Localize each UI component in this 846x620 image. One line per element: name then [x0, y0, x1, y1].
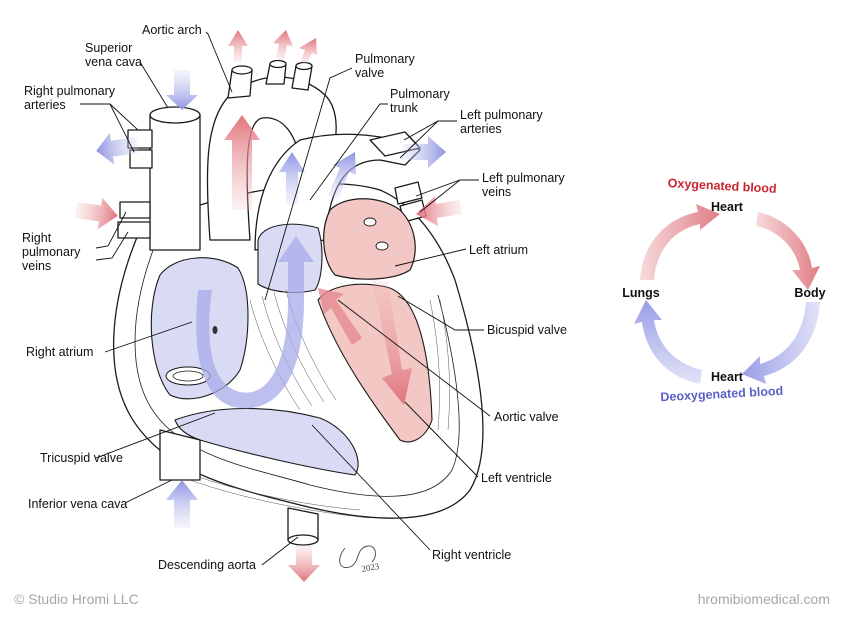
label-right-ventricle: Right ventricle: [432, 548, 511, 562]
signature-year: 2023: [361, 561, 381, 574]
right-heart-flow-arrow: [196, 236, 314, 409]
left-pulmonary-vein-arrow: [416, 196, 462, 226]
svc-inflow-arrow: [166, 70, 198, 110]
label-right-pulmonary-veins-3: veins: [22, 259, 51, 273]
left-heart-flow-arrow: [372, 280, 412, 405]
label-right-atrium: Right atrium: [26, 345, 93, 359]
label-aortic-valve: Aortic valve: [494, 410, 559, 424]
label-inferior-vena-cava: Inferior vena cava: [28, 497, 127, 511]
label-right-pulmonary-arteries-2: arteries: [24, 98, 66, 112]
cycle-node-lungs: Lungs: [622, 286, 660, 300]
label-superior-vena-cava-2: vena cava: [85, 55, 142, 69]
label-pulmonary-valve-2: valve: [355, 66, 384, 80]
label-left-pulmonary-veins-2: veins: [482, 185, 511, 199]
brachiocephalic-arrow: [228, 30, 248, 62]
left-atrium-chamber: [323, 198, 416, 280]
label-bicuspid-valve: Bicuspid valve: [487, 323, 567, 337]
deoxygenated-blood-title: Deoxygenated blood: [660, 384, 784, 404]
oxygenated-blood-title: Oxygenated blood: [667, 176, 777, 196]
branch-opening-1: [231, 65, 253, 75]
coronary-sinus: [212, 326, 218, 334]
branch-opening-3: [295, 61, 313, 71]
branch-opening-2: [269, 59, 287, 69]
label-left-atrium: Left atrium: [469, 243, 528, 257]
label-left-pulmonary-veins-1: Left pulmonary: [482, 171, 565, 185]
cycle-node-body: Body: [794, 286, 825, 300]
copyright-notice: © Studio Hromi LLC: [14, 591, 139, 607]
pulmonary-vein-opening-2: [375, 241, 389, 251]
pulmonary-vein-opening-1: [363, 217, 377, 227]
leader-lines: [80, 31, 491, 566]
right-pulmonary-vein-arrow: [75, 197, 118, 230]
cycle-node-heart-top: Heart: [711, 200, 744, 214]
label-left-pulmonary-arteries-2: arteries: [460, 122, 502, 136]
descending-aorta-arrow: [288, 545, 320, 582]
subclavian-arrow: [299, 38, 317, 64]
label-superior-vena-cava-1: Superior: [85, 41, 132, 55]
cycle-arrow-heart-to-lungs: [634, 300, 702, 384]
aortic-arch-arrow: [224, 115, 260, 210]
right-pulmonary-artery-stub-2: [129, 149, 153, 169]
left-pulmonary-artery-arrow: [402, 136, 446, 168]
label-pulmonary-valve-1: Pulmonary: [355, 52, 415, 66]
right-pulmonary-vein-stub-2: [117, 221, 151, 239]
label-aortic-arch: Aortic arch: [142, 23, 202, 37]
inferior-vena-cava: [159, 429, 201, 481]
label-tricuspid-valve: Tricuspid valve: [40, 451, 123, 465]
footer: © Studio Hromi LLC hromibiomedical.com: [14, 591, 830, 607]
myocardium-inner: [134, 244, 460, 497]
cycle-arrow-heart-to-body: [756, 212, 820, 290]
label-right-pulmonary-veins-2: pulmonary: [22, 245, 81, 259]
left-pulmonary-vein-1: [394, 181, 423, 205]
cycle-node-heart-bottom: Heart: [711, 370, 744, 384]
label-left-pulmonary-arteries-1: Left pulmonary: [460, 108, 543, 122]
septum-texture: [179, 289, 450, 519]
pulmonary-trunk-arrow-left: [279, 152, 305, 205]
superior-vena-cava: [149, 114, 201, 251]
carotid-arrow: [273, 30, 293, 60]
label-pulmonary-trunk-2: trunk: [390, 101, 419, 115]
right-pulmonary-vein-stub: [119, 201, 151, 219]
label-left-ventricle: Left ventricle: [481, 471, 552, 485]
cycle-arrow-lungs-to-heart: [640, 204, 720, 280]
circulation-cycle: Oxygenated blood Deoxygenated blood Hear…: [622, 176, 825, 404]
aortic-outflow-arrow: [318, 288, 362, 345]
pulmonary-trunk-arrow-right: [328, 152, 356, 199]
website-link[interactable]: hromibiomedical.com: [698, 591, 830, 607]
artist-signature: 2023: [339, 545, 381, 574]
label-descending-aorta: Descending aorta: [158, 558, 256, 572]
svc-opening: [149, 106, 201, 124]
label-right-pulmonary-arteries-1: Right pulmonary: [24, 84, 116, 98]
anatomy-labels: Aortic arch Superior vena cava Right pul…: [22, 23, 567, 572]
ivc-opening-inner: [172, 370, 204, 382]
label-pulmonary-trunk-1: Pulmonary: [390, 87, 450, 101]
ivc-inflow-arrow: [166, 480, 198, 528]
descending-aorta-opening: [287, 534, 319, 546]
label-right-pulmonary-veins-1: Right: [22, 231, 52, 245]
cycle-arrow-body-to-heart: [742, 302, 820, 384]
